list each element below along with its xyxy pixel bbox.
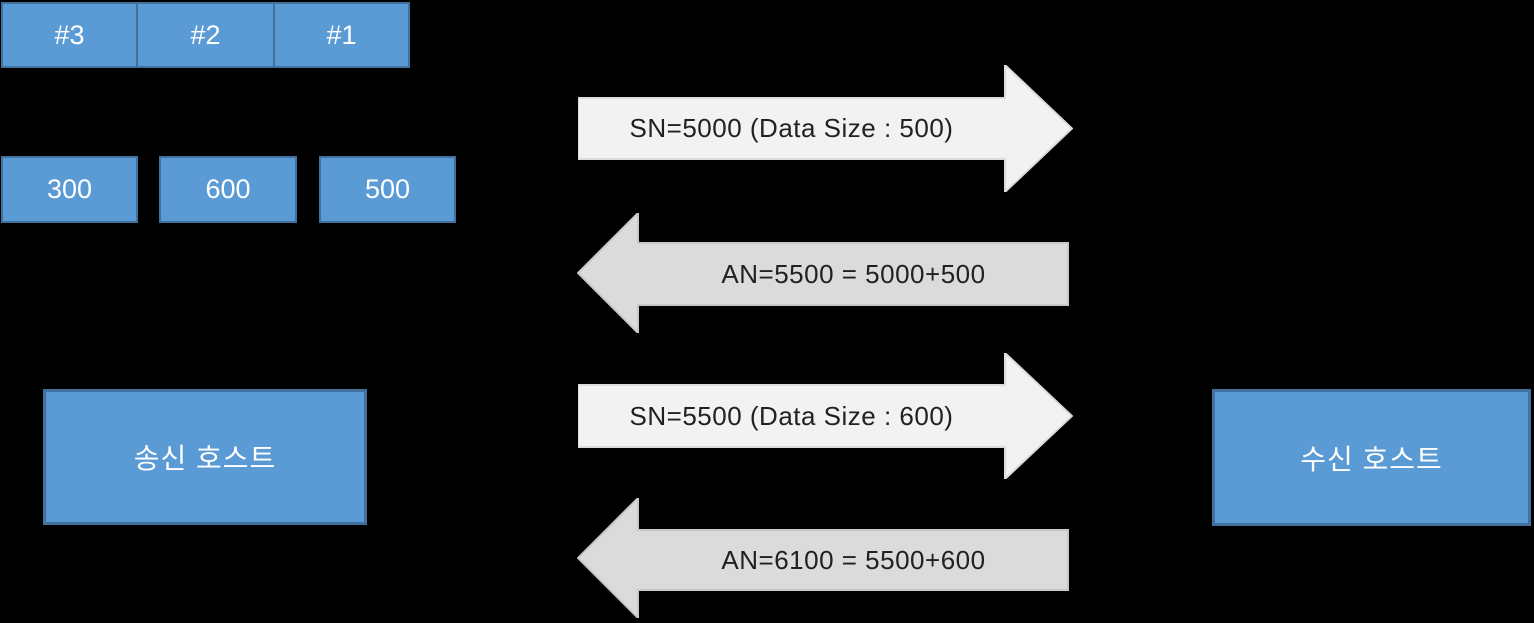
segment-box-1-label: #1 — [326, 19, 357, 50]
size-box-600-label: 600 — [205, 174, 251, 204]
segment-box-1: #1 — [273, 2, 410, 68]
size-box-500-label: 500 — [364, 174, 411, 204]
size-box-300-label: 300 — [46, 174, 93, 204]
message-arrow-an6100: AN=6100 = 5500+600 — [577, 498, 1069, 618]
message-label-sn5500: SN=5500 (Data Size : 600) — [629, 400, 954, 431]
segment-box-3-label: #3 — [54, 19, 85, 50]
message-arrow-sn5000: SN=5000 (Data Size : 500) — [578, 65, 1073, 192]
size-box-600: 600 — [159, 156, 297, 223]
message-label-an6100: AN=6100 = 5500+600 — [721, 544, 986, 575]
segment-box-2: #2 — [136, 2, 275, 68]
segment-box-3: #3 — [1, 2, 138, 68]
receiver-host-box: 수신 호스트 — [1212, 389, 1531, 526]
sender-host-label: 송신 호스트 — [133, 443, 277, 474]
right-arrow-shape — [578, 65, 1073, 192]
message-arrow-sn5500: SN=5500 (Data Size : 600) — [578, 353, 1073, 479]
message-arrow-an5500: AN=5500 = 5000+500 — [577, 213, 1069, 333]
segment-box-2-label: #2 — [190, 19, 221, 50]
left-arrow-shape — [577, 498, 1069, 618]
size-box-500: 500 — [319, 156, 456, 223]
sender-host-box: 송신 호스트 — [43, 389, 367, 525]
receiver-host-label: 수신 호스트 — [1300, 443, 1443, 475]
message-label-an5500: AN=5500 = 5000+500 — [721, 258, 986, 289]
message-label-sn5000: SN=5000 (Data Size : 500) — [629, 113, 954, 143]
size-box-300: 300 — [1, 156, 138, 223]
left-arrow-shape — [577, 213, 1069, 333]
right-arrow-shape — [578, 353, 1073, 479]
